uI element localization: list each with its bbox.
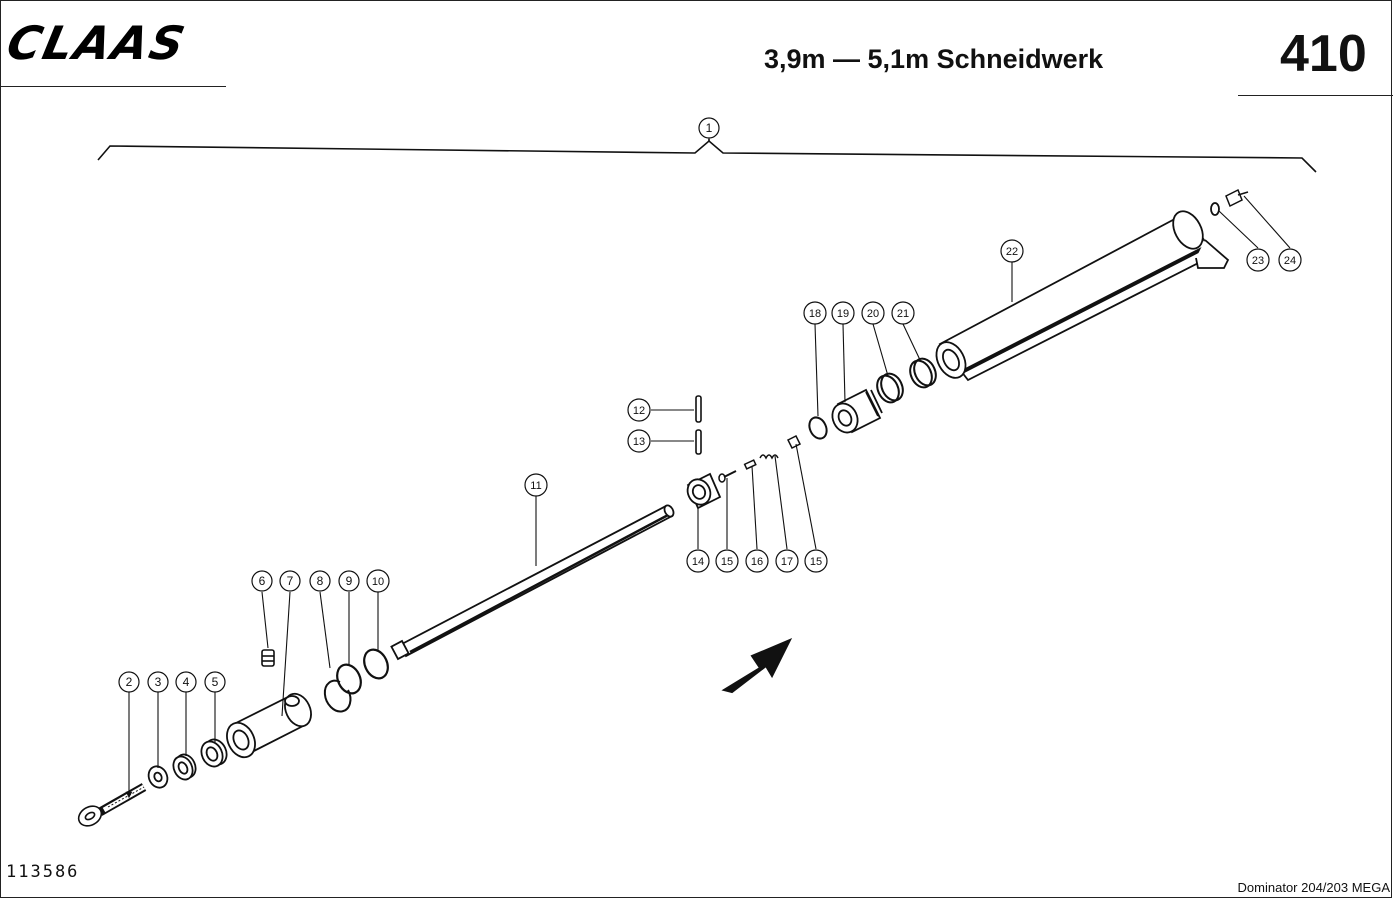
svg-text:3: 3: [155, 675, 162, 689]
svg-text:16: 16: [751, 556, 763, 568]
svg-text:23: 23: [1252, 255, 1264, 267]
svg-text:21: 21: [897, 308, 909, 320]
callout-2: 2: [118, 671, 140, 693]
cylinder-head-7: [226, 692, 312, 759]
svg-text:7: 7: [287, 574, 294, 588]
callout-17: 17: [775, 549, 799, 573]
ring-23: [1210, 202, 1220, 216]
callout-labels: 1 2 3 4 5 6 7 8 9 10 11 12 13 14 15 16 1…: [118, 117, 1302, 693]
callout-22: 22: [1000, 239, 1024, 263]
callout-24: 24: [1278, 248, 1302, 272]
lube-nipple-6: [261, 649, 275, 667]
svg-text:20: 20: [867, 308, 879, 320]
svg-text:11: 11: [530, 480, 541, 492]
svg-text:1: 1: [706, 121, 713, 135]
piston-14: [686, 472, 722, 510]
callout-6: 6: [251, 570, 273, 592]
drawing-number: 113586: [6, 862, 80, 882]
callout-4: 4: [175, 671, 197, 693]
washer-3: [147, 765, 169, 789]
assembly-bracket: [97, 139, 1317, 173]
svg-text:14: 14: [692, 556, 704, 568]
svg-text:19: 19: [837, 308, 849, 320]
callout-10: 10: [366, 569, 390, 593]
seal-20: [876, 372, 904, 404]
svg-text:15: 15: [721, 556, 733, 568]
valve-parts: [718, 434, 802, 483]
callout-15a: 15: [715, 549, 739, 573]
callout-11: 11: [524, 473, 548, 497]
svg-text:8: 8: [317, 574, 324, 588]
page-number: 410: [1280, 25, 1367, 83]
svg-text:10: 10: [372, 576, 384, 588]
svg-text:24: 24: [1284, 255, 1296, 267]
callout-14: 14: [686, 549, 710, 573]
cylinder-tube-22: [935, 210, 1230, 382]
model-label: Dominator 204/203 MEGA: [1237, 880, 1390, 895]
callout-21: 21: [891, 301, 915, 325]
guide-sleeve-19: [831, 388, 883, 434]
svg-text:4: 4: [183, 675, 190, 689]
callout-5: 5: [204, 671, 226, 693]
callout-9: 9: [338, 570, 360, 592]
callout-1: 1: [698, 117, 720, 139]
svg-text:5: 5: [212, 675, 219, 689]
svg-text:6: 6: [259, 574, 266, 588]
callout-13: 13: [627, 429, 651, 453]
leader-lines: [125, 138, 1291, 799]
callout-7: 7: [279, 570, 301, 592]
svg-text:12: 12: [633, 405, 645, 417]
svg-text:9: 9: [346, 574, 353, 588]
page-title: 3,9m — 5,1m Schneidwerk: [764, 44, 1104, 74]
callout-23: 23: [1246, 248, 1270, 272]
svg-text:18: 18: [809, 308, 821, 320]
pin-13: [695, 429, 702, 455]
banjo-bolt: [77, 783, 147, 827]
pin-12: [695, 395, 702, 423]
snap-ring-8: [323, 679, 352, 713]
callout-19: 19: [831, 301, 855, 325]
svg-text:2: 2: [126, 675, 133, 689]
header-rule-left: [0, 86, 226, 87]
direction-arrow: [721, 638, 793, 694]
svg-text:17: 17: [781, 556, 793, 568]
o-ring-18: [808, 416, 828, 440]
bushing-5: [200, 738, 228, 768]
callout-8: 8: [309, 570, 331, 592]
fitting-24: [1225, 188, 1249, 208]
callout-12: 12: [627, 398, 651, 422]
callout-16: 16: [745, 549, 769, 573]
seal-21: [909, 357, 937, 389]
bushing-4: [172, 753, 197, 781]
callout-20: 20: [861, 301, 885, 325]
callout-3: 3: [147, 671, 169, 693]
callout-15b: 15: [804, 549, 828, 573]
header-rule-right: [1238, 95, 1393, 96]
svg-text:22: 22: [1006, 246, 1018, 258]
o-ring-9: [336, 663, 362, 695]
o-ring-10: [363, 648, 389, 680]
callout-18: 18: [803, 301, 827, 325]
svg-text:15: 15: [810, 556, 822, 568]
svg-text:13: 13: [633, 436, 645, 448]
piston-rod-11: [390, 504, 675, 661]
